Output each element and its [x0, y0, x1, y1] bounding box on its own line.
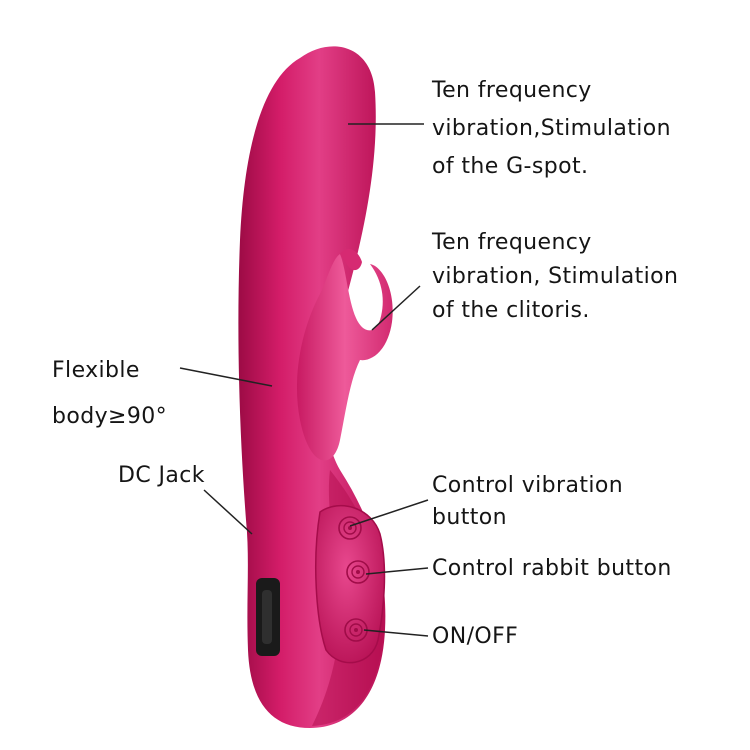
vibration-button-icon[interactable]: [338, 516, 362, 540]
leader-clitoris: [371, 285, 421, 331]
leader-vibration-btn: [349, 499, 429, 527]
gspot-callout-line-3: of the G-spot.: [432, 154, 589, 179]
flexible-callout-line-1: Flexible: [52, 358, 140, 383]
leader-flexible: [179, 367, 273, 387]
clitoris-callout: Ten frequency vibration, Stimulation of …: [432, 226, 678, 328]
flexible-callout-line-2: body≥90°: [52, 404, 168, 429]
dc-jack-callout: DC Jack: [118, 461, 205, 491]
rabbit-ear: [340, 248, 362, 271]
dc-jack-callout-text: DC Jack: [118, 463, 205, 488]
power-button-callout-text: ON/OFF: [432, 624, 519, 649]
gspot-callout-line-2: vibration,Stimulation: [432, 116, 671, 141]
leader-rabbit-btn: [365, 567, 429, 575]
vibration-button-callout-line-2: button: [432, 505, 507, 530]
rabbit-button-callout-text: Control rabbit button: [432, 556, 672, 581]
rabbit-button-callout: Control rabbit button: [432, 554, 672, 584]
vibration-button-callout-line-1: Control vibration: [432, 473, 624, 498]
gspot-callout-line-1: Ten frequency: [432, 78, 592, 103]
rabbit-button-icon[interactable]: [346, 560, 370, 584]
gspot-callout: Ten frequency vibration,Stimulation of t…: [432, 72, 671, 186]
vibration-button-callout: Control vibration button: [432, 470, 623, 534]
button-panel: [315, 504, 386, 664]
clitoris-callout-line-1: Ten frequency: [432, 230, 592, 255]
rabbit-arm: [296, 254, 393, 461]
flexible-callout: Flexible body≥90°: [52, 348, 167, 440]
leader-onoff: [363, 629, 429, 637]
clitoris-callout-line-3: of the clitoris.: [432, 298, 590, 323]
power-button-callout: ON/OFF: [432, 622, 518, 652]
leader-dcjack: [203, 489, 253, 535]
clitoris-callout-line-2: vibration, Stimulation: [432, 264, 679, 289]
